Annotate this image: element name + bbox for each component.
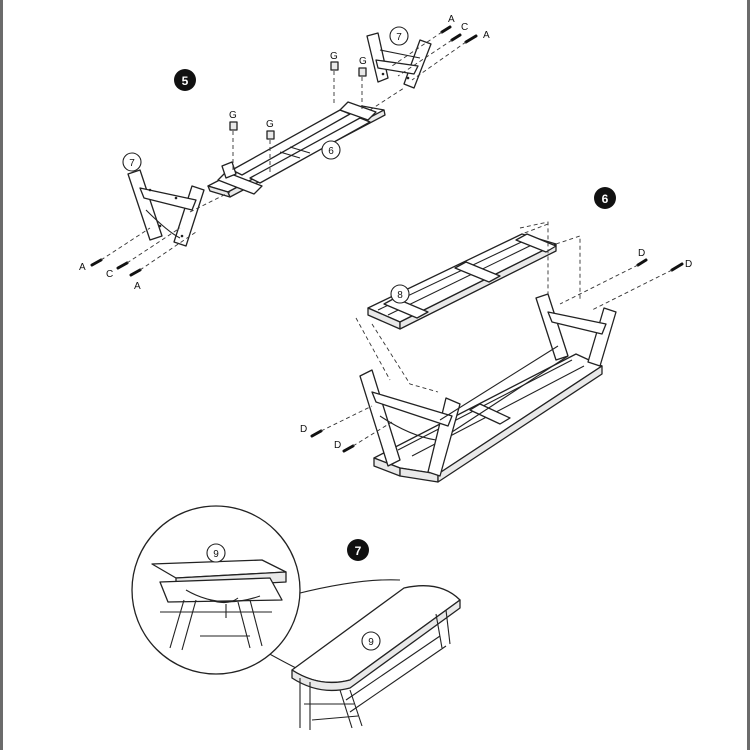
part-8-callout: 8 bbox=[390, 284, 410, 304]
rail-assembly-part-6 bbox=[207, 101, 386, 198]
svg-text:G: G bbox=[266, 119, 274, 130]
svg-text:C: C bbox=[461, 22, 468, 33]
svg-text:A: A bbox=[483, 30, 490, 41]
svg-text:D: D bbox=[334, 440, 341, 451]
svg-text:D: D bbox=[685, 259, 692, 270]
bolt-g-4: G bbox=[358, 56, 367, 110]
screw-a-left-1: A bbox=[79, 227, 151, 273]
screw-d-2: D bbox=[591, 259, 692, 311]
leg-left-part-7 bbox=[127, 169, 205, 247]
screw-c-left: C bbox=[106, 227, 181, 280]
svg-text:9: 9 bbox=[213, 549, 219, 560]
step-7-group: 7 9 bbox=[131, 505, 461, 730]
svg-text:G: G bbox=[330, 51, 338, 62]
screw-d-1: D bbox=[559, 248, 648, 305]
shelf-part-8 bbox=[367, 233, 557, 330]
step-6-badge: 6 bbox=[594, 187, 616, 209]
svg-text:A: A bbox=[79, 262, 86, 273]
svg-text:A: A bbox=[448, 14, 455, 25]
leg-top-part-7 bbox=[366, 32, 432, 89]
part-9-detail-callout: 9 bbox=[206, 543, 226, 563]
svg-text:7: 7 bbox=[129, 158, 135, 169]
svg-text:6: 6 bbox=[328, 146, 334, 157]
screw-c-top: C bbox=[397, 22, 468, 77]
svg-text:9: 9 bbox=[368, 637, 374, 648]
part-6-callout: 6 bbox=[321, 140, 341, 160]
svg-text:5: 5 bbox=[182, 74, 189, 88]
screw-d-3: D bbox=[300, 405, 373, 438]
screw-a-left-2: A bbox=[129, 231, 197, 292]
svg-text:7: 7 bbox=[355, 544, 362, 558]
step-5-badge: 5 bbox=[174, 69, 196, 91]
step-6-group: 6 8 bbox=[300, 187, 692, 483]
svg-text:D: D bbox=[300, 424, 307, 435]
part-7-callout-top: 7 bbox=[389, 26, 409, 46]
bolt-g-1: G bbox=[229, 110, 238, 170]
bolt-g-2: G bbox=[266, 119, 275, 175]
seat-detail-magnifier: 9 bbox=[131, 505, 401, 675]
part-7-callout-left: 7 bbox=[122, 152, 142, 172]
svg-text:7: 7 bbox=[396, 32, 402, 43]
screw-a-top-1: A bbox=[391, 14, 455, 67]
part-9-seat-callout: 9 bbox=[361, 631, 381, 651]
screw-d-4: D bbox=[334, 421, 393, 453]
svg-text:G: G bbox=[229, 110, 237, 121]
svg-text:A: A bbox=[134, 281, 141, 292]
screw-a-top-2: A bbox=[411, 30, 490, 81]
assembled-bench bbox=[291, 585, 461, 730]
svg-text:D: D bbox=[638, 248, 645, 259]
bolt-g-3: G bbox=[330, 51, 339, 104]
bench-frame bbox=[359, 293, 617, 483]
svg-text:C: C bbox=[106, 269, 113, 280]
svg-text:6: 6 bbox=[602, 192, 609, 206]
step-7-badge: 7 bbox=[347, 539, 369, 561]
svg-text:G: G bbox=[359, 56, 367, 67]
svg-text:8: 8 bbox=[397, 290, 403, 301]
step-5-group: 5 7 bbox=[79, 14, 490, 292]
